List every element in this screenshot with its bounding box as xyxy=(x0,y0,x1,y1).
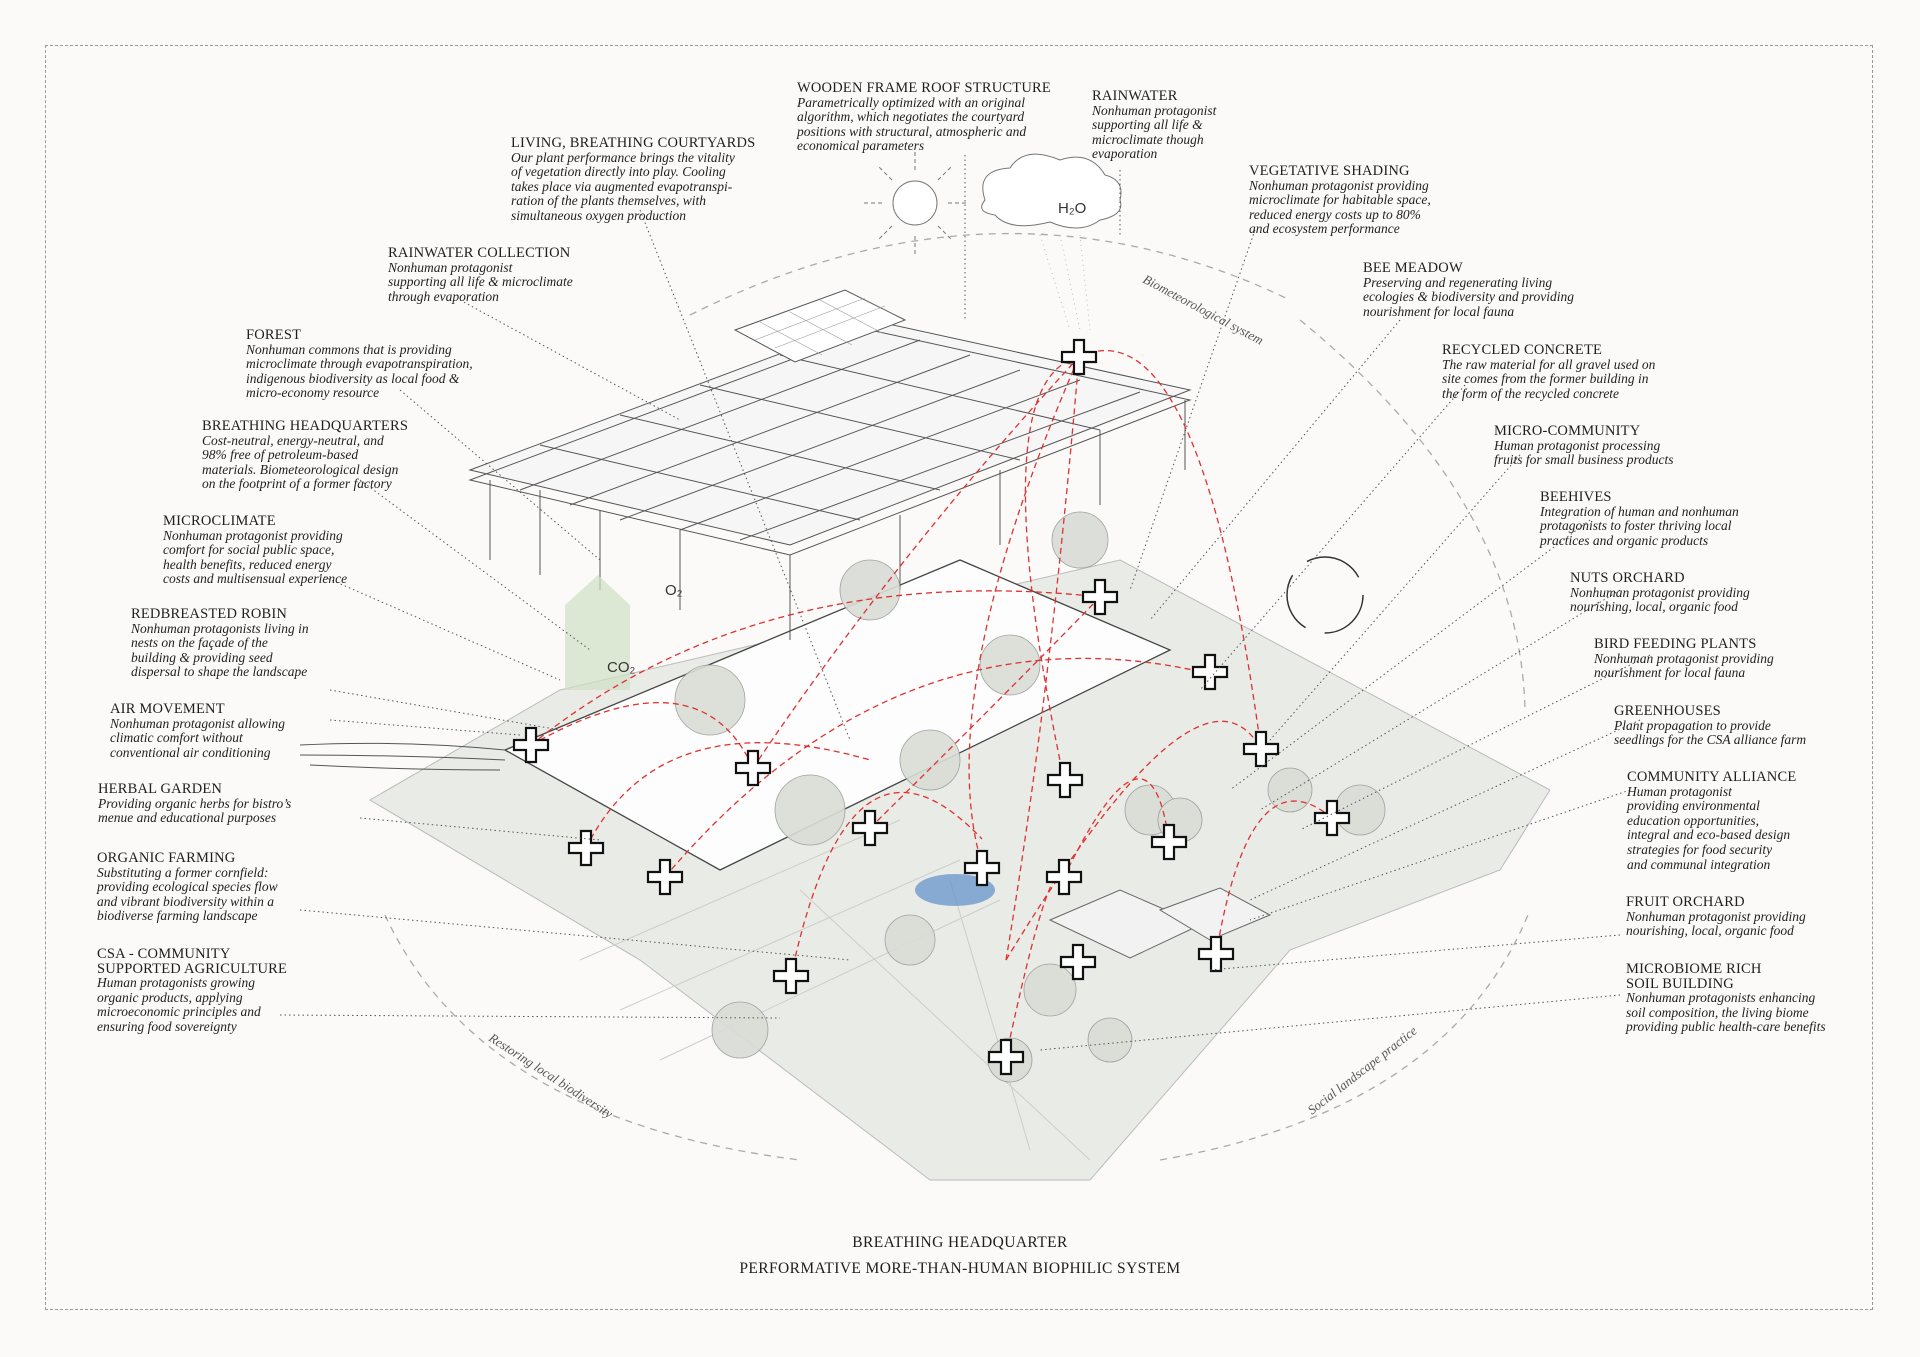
title-line-2: PERFORMATIVE MORE-THAN-HUMAN BIOPHILIC S… xyxy=(739,1260,1181,1277)
label-heading: BEEHIVES xyxy=(1540,489,1612,505)
o2-symbol: O₂ xyxy=(665,582,683,599)
label-text: Parametrically optimized with an origina… xyxy=(797,94,1027,154)
label-text: Nonhuman protagonist providing nourishin… xyxy=(1626,908,1806,939)
label-text: Providing organic herbs for bistro’s men… xyxy=(98,795,292,826)
poster-frame xyxy=(45,45,1873,1310)
label-heading: RECYCLED CONCRETE xyxy=(1442,342,1603,358)
cycle-arcs xyxy=(384,232,1531,1161)
label-text: Nonhuman protagonist allowing climatic c… xyxy=(110,715,286,760)
label-heading: ORGANIC FARMING xyxy=(97,850,236,866)
label-heading: LIVING, BREATHING COURTYARDS xyxy=(511,135,756,151)
recycle-arrow-icon xyxy=(1286,556,1364,634)
rain-drops xyxy=(1039,234,1091,331)
label-heading: FOREST xyxy=(246,327,302,343)
label-heading: HERBAL GARDEN xyxy=(98,781,223,797)
air-movement-lines xyxy=(299,742,506,771)
label-text: Cost-neutral, energy-neutral, and 98% fr… xyxy=(202,432,399,492)
label-heading: BREATHING HEADQUARTERS xyxy=(202,418,409,434)
greenhouses xyxy=(1048,887,1272,959)
cycle-label-biometeorological: Biometeorological system xyxy=(1141,271,1267,347)
label-heading: RAINWATER xyxy=(1092,88,1178,104)
rain-dots xyxy=(1030,235,1100,325)
label-text: The raw material for all gravel used on … xyxy=(1442,356,1656,401)
label-text: Human protagonists growing organic produ… xyxy=(97,975,261,1034)
label-text: Nonhuman commons that is providing micro… xyxy=(246,341,473,401)
label-text: Human protagonist processing fruits for … xyxy=(1494,437,1674,468)
co2-symbol: CO₂ xyxy=(607,659,636,676)
label-heading: WOODEN FRAME ROOF STRUCTURE xyxy=(797,80,1051,96)
leader-lines xyxy=(279,155,1651,1051)
label-heading: MICROCLIMATE xyxy=(163,513,276,529)
wooden-roof-frame xyxy=(468,319,1192,640)
label-text: Plant propagation to provide seedlings f… xyxy=(1614,717,1807,748)
solar-panel xyxy=(733,289,907,363)
label-heading: NUTS ORCHARD xyxy=(1570,570,1685,586)
label-text: Nonhuman protagonist supporting all life… xyxy=(388,259,573,304)
label-heading: MICROBIOME RICH SOIL BUILDING xyxy=(1626,961,1762,992)
label-heading: VEGETATIVE SHADING xyxy=(1249,163,1410,179)
solar-grid xyxy=(754,297,886,356)
label-text: Nonhuman protagonist providing nourishin… xyxy=(1570,584,1750,615)
h2o-symbol: H₂O xyxy=(1058,200,1086,217)
label-heading: CSA - COMMUNITY SUPPORTED AGRICULTURE xyxy=(97,946,288,977)
label-text: Human protagonist providing environmenta… xyxy=(1627,783,1791,872)
label-text: Our plant performance brings the vitalit… xyxy=(511,149,735,223)
pond xyxy=(915,874,995,906)
label-heading: AIR MOVEMENT xyxy=(110,701,225,717)
cycle-label-biodiversity: Restoring local biodiversity xyxy=(486,1029,616,1121)
label-text: Nonhuman protagonist providing comfort f… xyxy=(163,527,348,587)
label-heading: MICRO-COMMUNITY xyxy=(1494,423,1641,439)
label-heading: FRUIT ORCHARD xyxy=(1626,894,1745,910)
label-text: Integration of human and nonhuman protag… xyxy=(1540,503,1739,548)
label-heading: BEE MEADOW xyxy=(1363,260,1463,276)
field-lines xyxy=(579,819,1091,1161)
label-heading: REDBREASTED ROBIN xyxy=(131,606,288,622)
trees xyxy=(674,511,1386,1083)
label-text: Nonhuman protagonists living in nests on… xyxy=(131,620,309,680)
title-line-1: BREATHING HEADQUARTER xyxy=(852,1234,1068,1251)
sun-icon xyxy=(862,150,968,256)
label-heading: BIRD FEEDING PLANTS xyxy=(1594,636,1757,652)
label-heading: RAINWATER COLLECTION xyxy=(388,245,571,261)
label-text: Nonhuman protagonists enhancing soil com… xyxy=(1626,990,1826,1035)
poster-title: BREATHING HEADQUARTER PERFORMATIVE MORE-… xyxy=(0,1230,1920,1282)
cycle-label-social: Social landscape practice xyxy=(1305,1023,1420,1118)
label-text: Preserving and regenerating living ecolo… xyxy=(1363,274,1574,319)
plus-markers xyxy=(512,338,1351,1076)
label-heading: COMMUNITY ALLIANCE xyxy=(1627,769,1797,785)
air-flow-house xyxy=(565,575,630,690)
label-text: Substituting a former cornfield: providi… xyxy=(97,864,278,924)
label-text: Nonhuman protagonist supporting all life… xyxy=(1092,102,1217,162)
cloud-icon: H₂O xyxy=(981,153,1122,229)
label-text: Nonhuman protagonist providing nourishme… xyxy=(1594,650,1774,681)
label-heading: GREENHOUSES xyxy=(1614,703,1721,719)
label-text: Nonhuman protagonist providing microclim… xyxy=(1249,177,1431,237)
